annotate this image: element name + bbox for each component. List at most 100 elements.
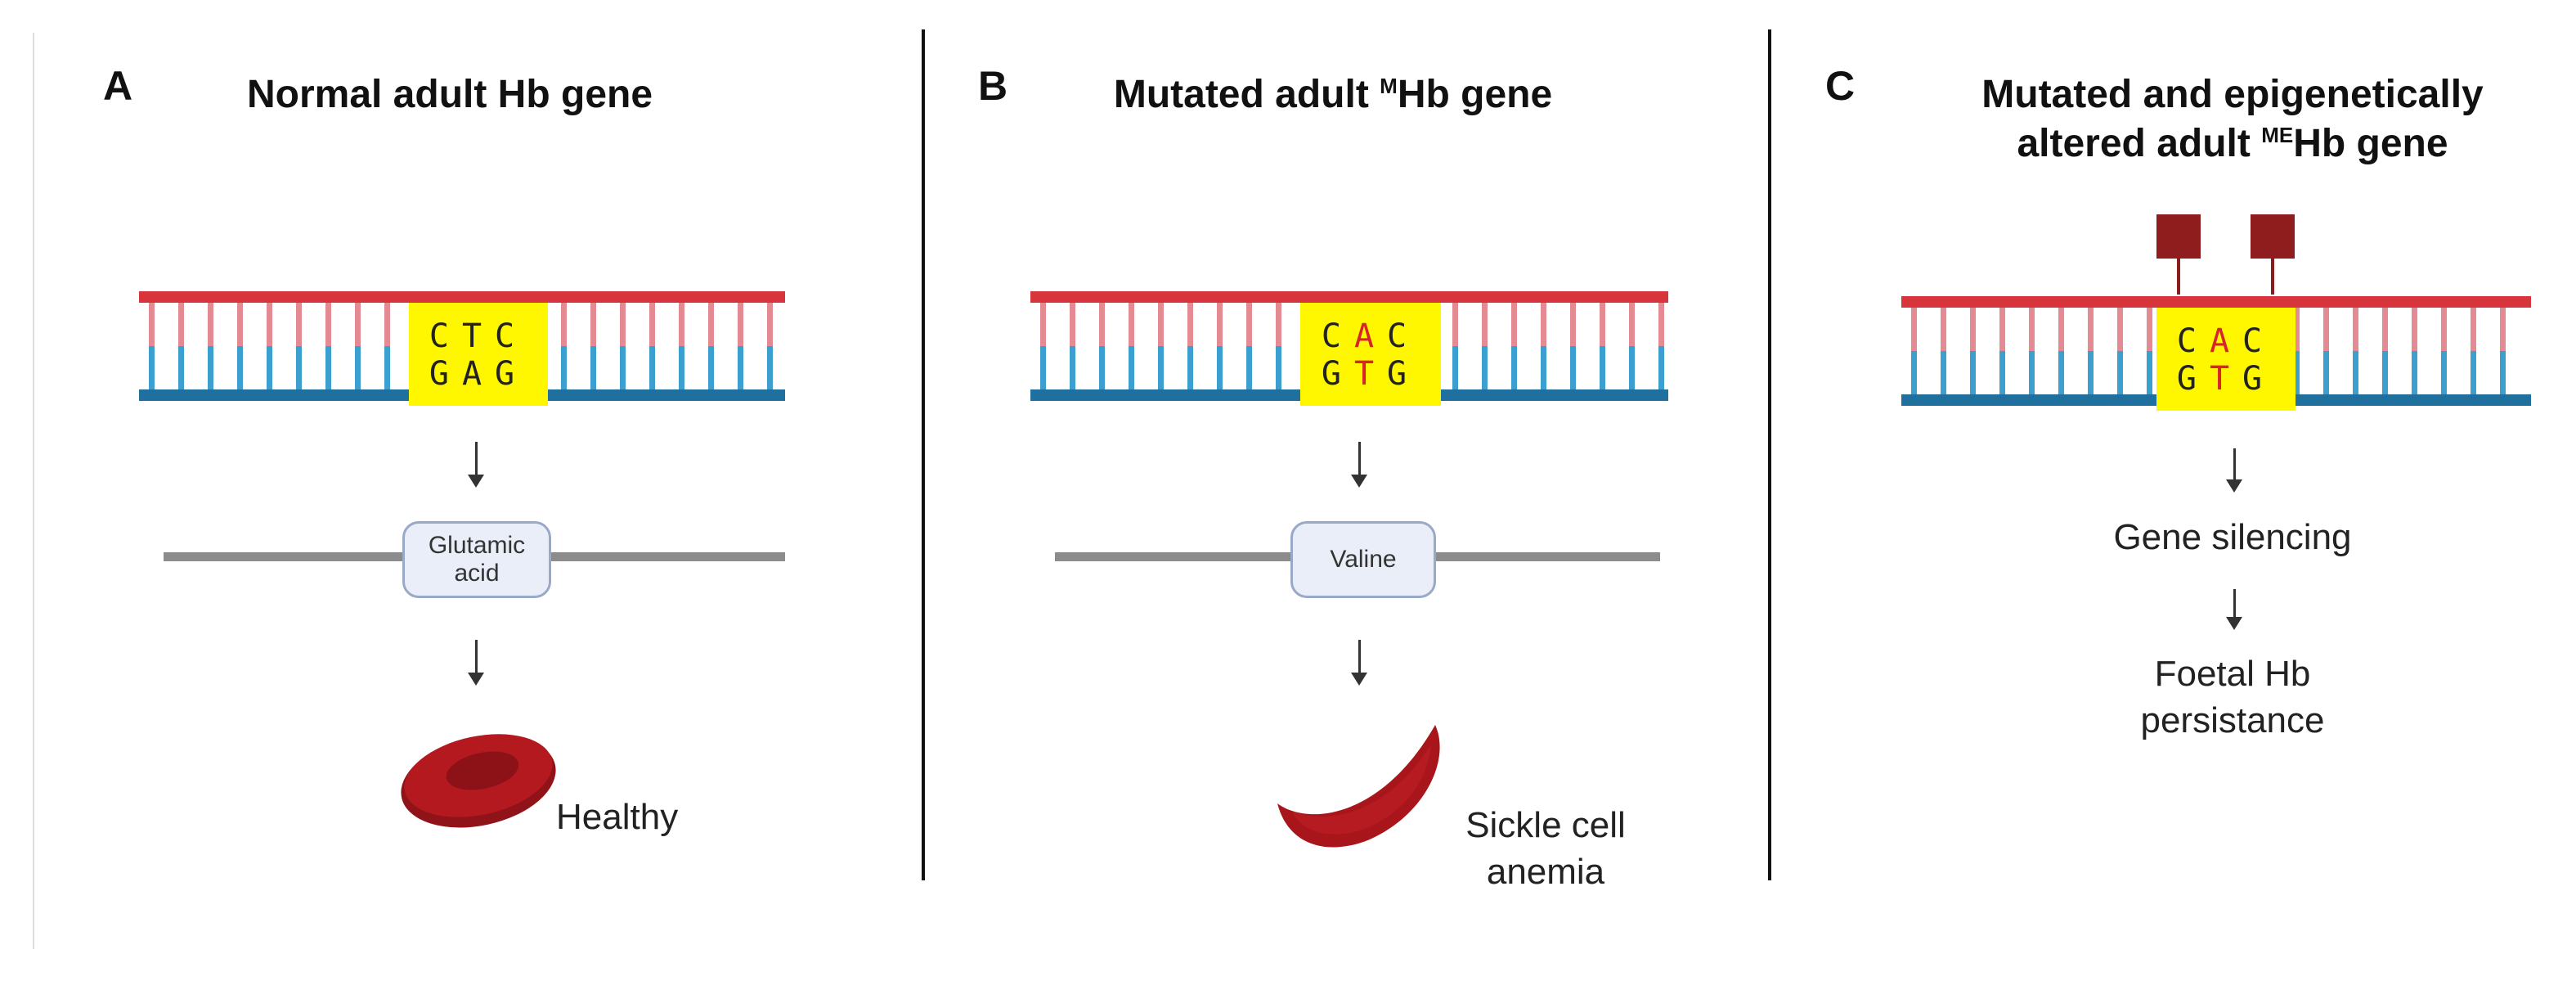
title-line2: altered adult MEHb gene <box>1938 119 2527 169</box>
base-pair-bottom <box>1570 346 1576 389</box>
outcome-line2: anemia <box>1486 852 1605 893</box>
title-line1: Mutated and epigenetically <box>1981 73 2484 116</box>
base-pair-top <box>178 303 184 346</box>
base-pair-bottom <box>2441 351 2447 394</box>
base-pair-bottom <box>2382 351 2388 394</box>
base-pair-top <box>2323 308 2329 351</box>
title-text: Hb gene <box>2293 122 2448 165</box>
base-pair-top <box>1452 303 1458 346</box>
base: G <box>2242 360 2276 398</box>
base-pair-bottom <box>237 346 243 389</box>
base-pair-bottom <box>1511 346 1517 389</box>
mutated-base: A <box>2209 322 2243 360</box>
base-pair-bottom <box>2412 351 2417 394</box>
base-pair-bottom <box>1941 351 1946 394</box>
base-pair-top <box>355 303 361 346</box>
base-pair-top <box>1570 303 1576 346</box>
base-pair-bottom <box>1246 346 1252 389</box>
base-pair-bottom <box>2500 351 2506 394</box>
base-pair-bottom <box>738 346 743 389</box>
base-pair-bottom <box>2471 351 2476 394</box>
base-pair-bottom <box>1217 346 1223 389</box>
base-pair-bottom <box>1541 346 1546 389</box>
base-pair-top <box>1099 303 1105 346</box>
base-pair-top <box>149 303 155 346</box>
base-pair-bottom <box>1129 346 1134 389</box>
codon-top-b: CAC <box>1300 317 1441 355</box>
codon-top-a: CTC <box>429 317 528 355</box>
base-pair-bottom <box>767 346 773 389</box>
step-foetal-hb-persistance: Foetal Hb persistance <box>2069 650 2396 744</box>
codon-box-b: CAC GTG <box>1300 303 1441 406</box>
base-pair-top <box>1482 303 1488 346</box>
dna-top-strand <box>139 291 785 303</box>
base-pair-bottom <box>1911 351 1917 394</box>
base-pair-top <box>1941 308 1946 351</box>
dna-top-strand <box>1030 291 1668 303</box>
base-pair-bottom <box>1970 351 1976 394</box>
base-pair-top <box>267 303 272 346</box>
title-text: Mutated adult <box>1113 73 1380 116</box>
base-pair-bottom <box>267 346 272 389</box>
methyl-mark-icon <box>2251 214 2295 259</box>
base-pair-bottom <box>561 346 567 389</box>
panel-divider-2 <box>1768 29 1771 880</box>
dna-top-strand <box>1901 296 2531 308</box>
base-pair-top <box>1070 303 1075 346</box>
base-pair-top <box>2353 308 2358 351</box>
base-pair-bottom <box>708 346 714 389</box>
mutated-base: A <box>1353 317 1388 355</box>
base-pair-top <box>1129 303 1134 346</box>
base: C <box>2176 322 2210 360</box>
panel-letter-c: C <box>1825 63 1856 109</box>
base-pair-top <box>1999 308 2005 351</box>
title-superscript: ME <box>2261 123 2294 147</box>
base-pair-bottom <box>1040 346 1046 389</box>
base-pair-top <box>2441 308 2447 351</box>
base-pair-top <box>1629 303 1635 346</box>
base-pair-top <box>2500 308 2506 351</box>
amino-acid-label-line1: Glutamic <box>428 531 526 559</box>
methyl-mark-icon <box>2156 214 2201 259</box>
base-pair-top <box>2412 308 2417 351</box>
amino-acid-box-b: Valine <box>1290 521 1436 598</box>
frame-edge <box>33 33 34 949</box>
base-pair-bottom <box>1070 346 1075 389</box>
base-pair-top <box>1600 303 1605 346</box>
step-gene-silencing: Gene silencing <box>2113 517 2352 557</box>
codon-top-c: CAC <box>2156 322 2296 360</box>
base-pair-bottom <box>2117 351 2123 394</box>
base-pair-top <box>1276 303 1281 346</box>
base-pair-top <box>296 303 302 346</box>
panel-divider-1 <box>922 29 925 880</box>
mutated-base: T <box>1353 355 1388 393</box>
base-pair-bottom <box>208 346 213 389</box>
codon-bottom-c: GTG <box>2156 360 2296 398</box>
base-pair-bottom <box>1158 346 1164 389</box>
codon-box-c: CAC GTG <box>2156 308 2296 411</box>
base-pair-top <box>2088 308 2094 351</box>
base-pair-top <box>2147 308 2152 351</box>
panel-title-c: Mutated and epigenetically altered adult… <box>1938 70 2527 169</box>
base-pair-bottom <box>1658 346 1664 389</box>
base-pair-top <box>2058 308 2064 351</box>
codon-bottom-a: GAG <box>429 355 528 393</box>
base: C <box>1321 317 1354 355</box>
base-pair-top <box>620 303 626 346</box>
base-pair-top <box>1040 303 1046 346</box>
base-pair-top <box>679 303 684 346</box>
base: G <box>2176 360 2210 398</box>
base-pair-bottom <box>2353 351 2358 394</box>
base-pair-bottom <box>355 346 361 389</box>
base-pair-top <box>1541 303 1546 346</box>
codon-box-a: CTC GAG <box>409 303 548 406</box>
outcome-line1: Sickle cell <box>1465 805 1626 845</box>
base-pair-top <box>2029 308 2035 351</box>
mutated-base: T <box>2209 360 2243 398</box>
base: C <box>1387 317 1420 355</box>
step2-line1: Foetal Hb <box>2154 654 2311 694</box>
base-pair-top <box>1511 303 1517 346</box>
base-pair-top <box>2382 308 2388 351</box>
title-text: altered adult <box>2017 122 2262 165</box>
